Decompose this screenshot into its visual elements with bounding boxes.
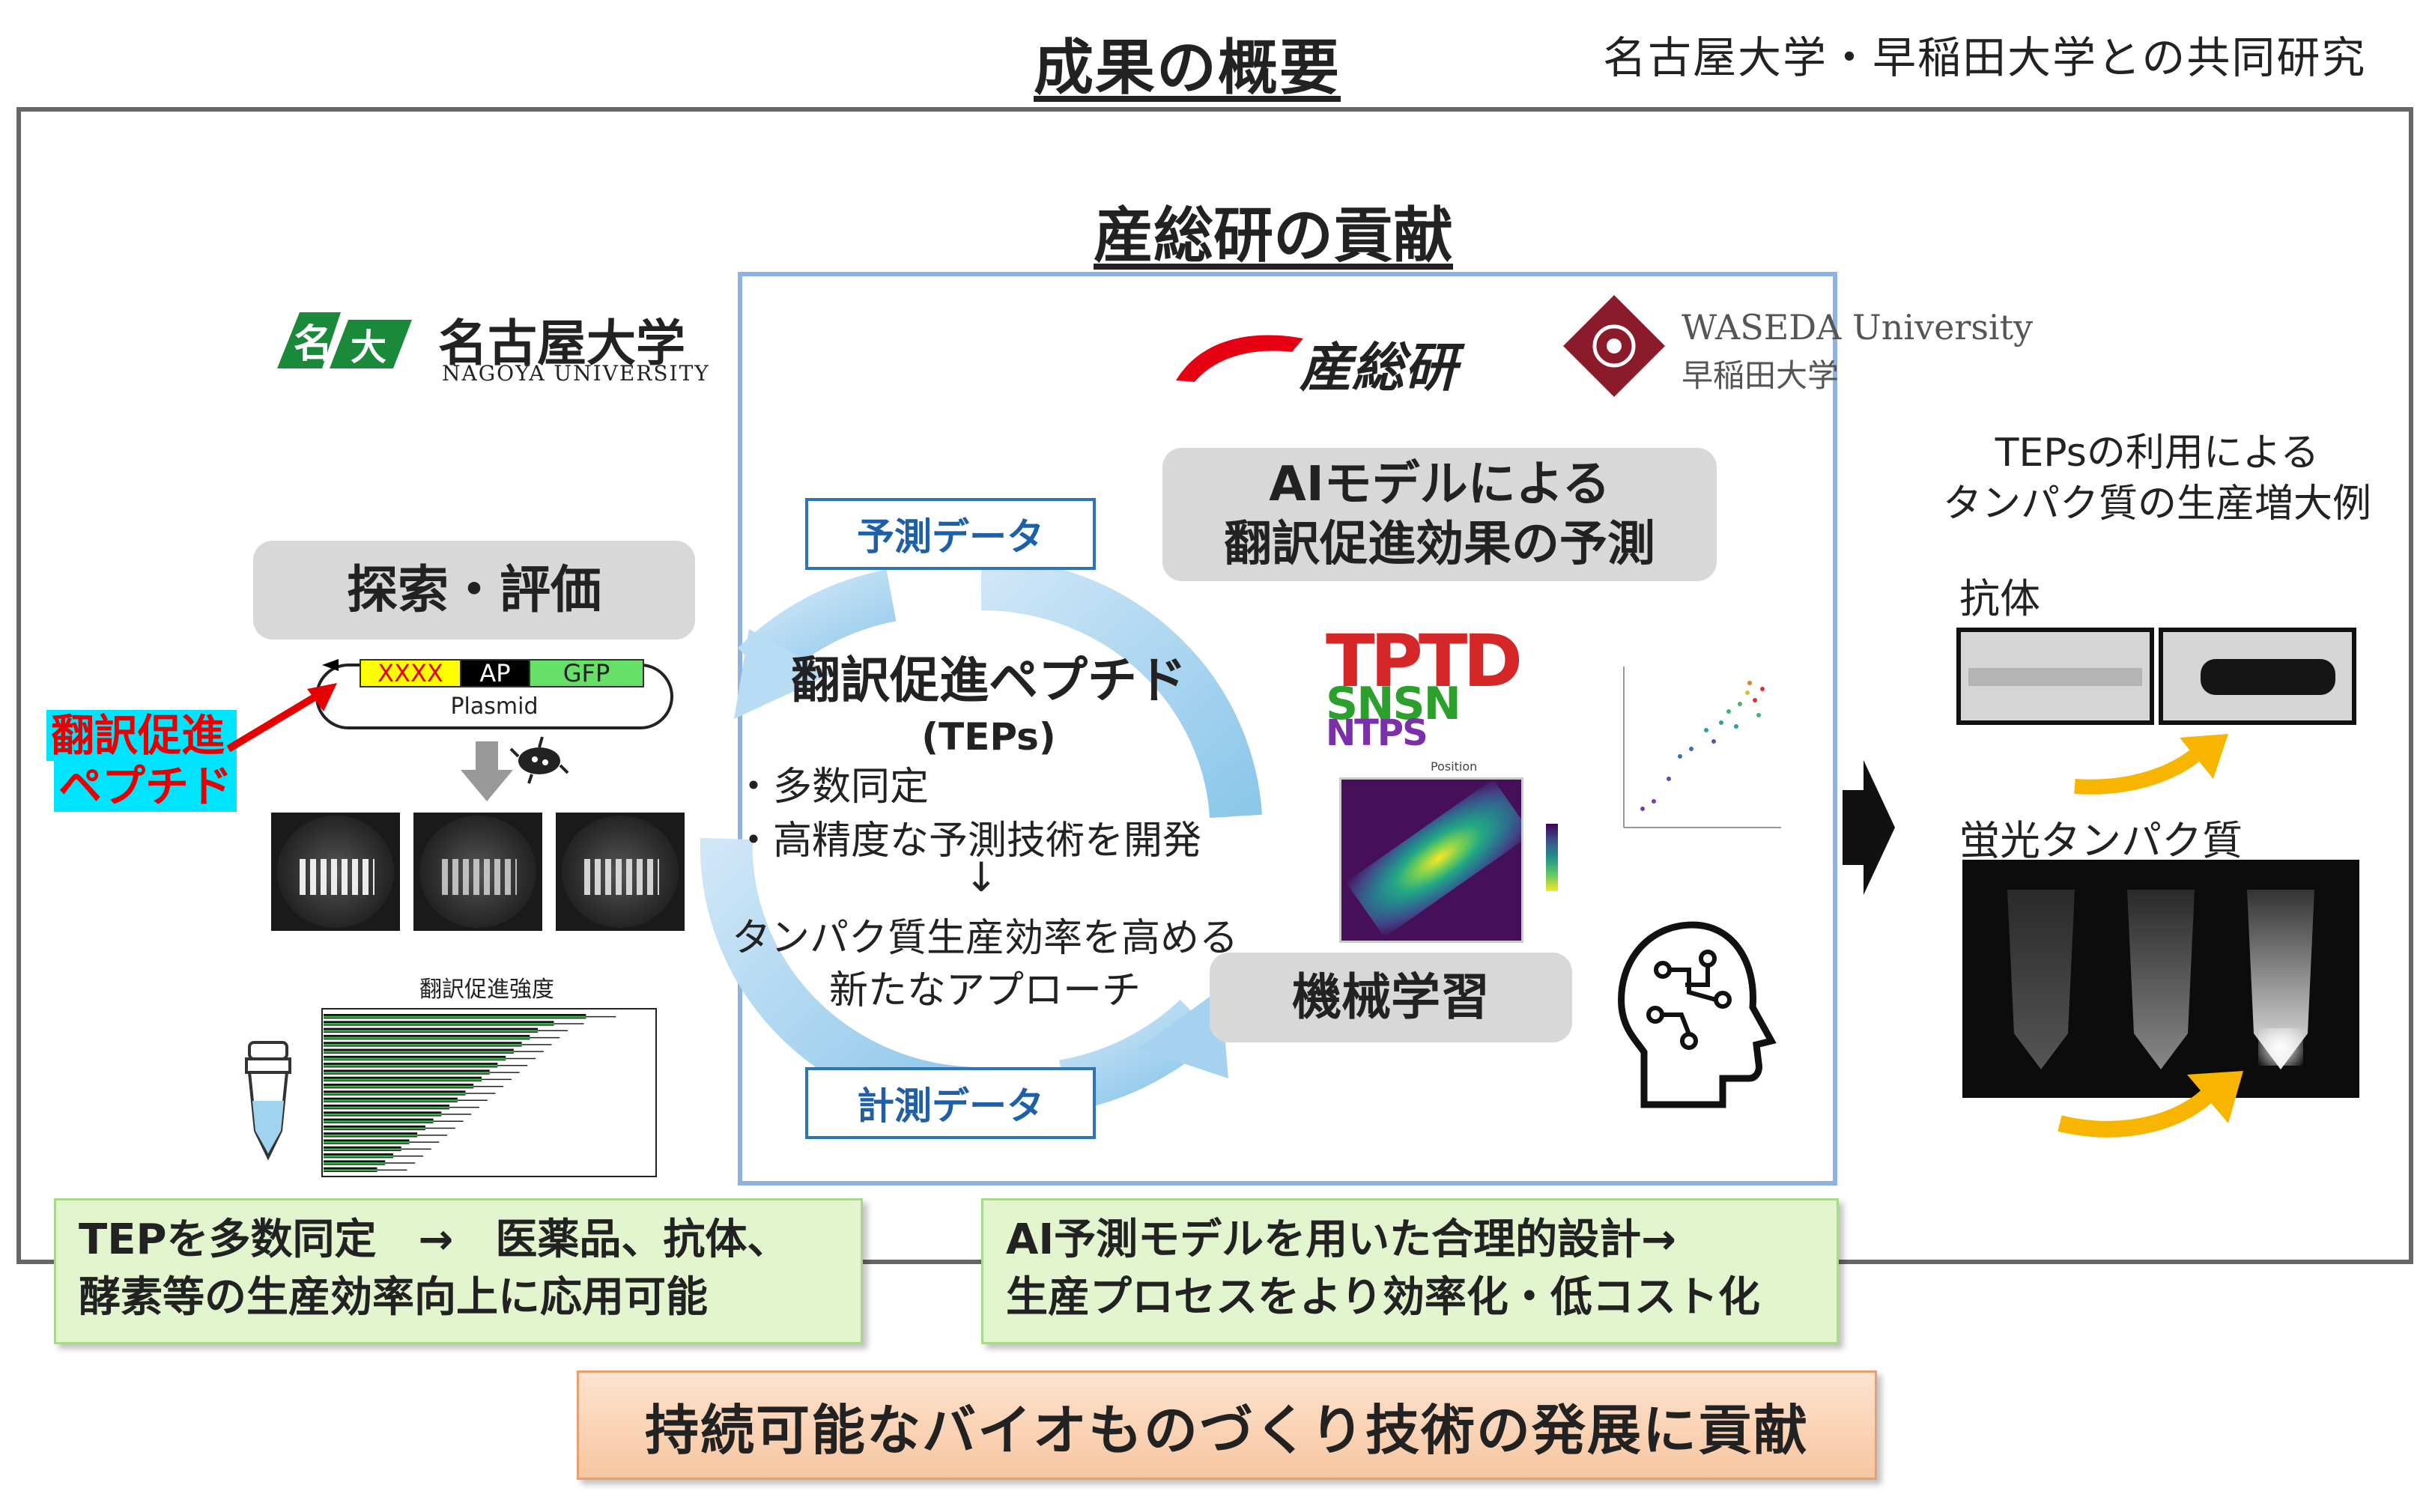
peptide-label-line-1: 翻訳促進: [46, 710, 237, 761]
strength-bar-highlight: [324, 1106, 450, 1109]
page-title: 成果の概要: [1034, 33, 1341, 103]
tep-abbr: (TEPs): [921, 715, 1056, 759]
peptide-pointer-arrow-icon: [226, 683, 337, 753]
colony-plate-2: [413, 813, 542, 931]
tep-bullet-2: ・高精度な予測技術を開発: [734, 819, 1202, 863]
tep-title: 翻訳促進ペプチド: [791, 652, 1186, 709]
strength-bar-highlight: [324, 1169, 377, 1171]
sequence-logo-row-2: SNSN: [1326, 678, 1461, 730]
plasmid-ap: AP: [460, 659, 530, 687]
strength-bar-highlight: [324, 1141, 410, 1144]
strength-bar-highlight: [324, 1093, 466, 1095]
summary-left-line-1: TEPを多数同定 → 医薬品、抗体、: [79, 1215, 789, 1264]
sequence-logo: TPTD SNSN NTPS: [1326, 619, 1573, 755]
tep-approach-line-2: 新たなアプローチ: [828, 968, 1141, 1013]
aist-logo: 産総研: [1172, 322, 1472, 398]
strength-bar-chart: [321, 1008, 657, 1177]
waseda-logo: [1562, 294, 1682, 398]
scatter-plot: [1623, 667, 1781, 828]
increase-arrow-icon-1: [2074, 734, 2228, 795]
results-title-line-2: タンパク質の生産増大例: [1942, 481, 2371, 526]
strength-bar-highlight: [324, 1085, 474, 1088]
summary-left-line-2: 酵素等の生産効率向上に応用可能: [79, 1273, 708, 1323]
search-evaluation-label: 探索・評価: [253, 541, 695, 640]
ai-brain-head-icon: [1618, 921, 1777, 1108]
strength-bar-highlight: [324, 1043, 522, 1046]
summary-right-box: AI予測モデルを用いた合理的設計→ 生産プロセスをより効率化・低コスト化: [981, 1198, 1839, 1344]
strength-bar-highlight: [324, 1036, 530, 1039]
colony-plate-1: [271, 813, 400, 931]
results-title-line-1: TEPsの利用による: [1995, 431, 2320, 476]
measure-data-label: 計測データ: [805, 1067, 1096, 1139]
strength-bar-highlight: [324, 1022, 554, 1025]
summary-bottom-box: 持続可能なバイオものづくり技術の発展に貢献: [577, 1370, 1877, 1480]
increase-arrow-icon-2: [2058, 1071, 2243, 1138]
antibody-label: 抗体: [1959, 575, 2040, 622]
strength-bar-highlight: [324, 1113, 442, 1116]
plasmid-gfp: GFP: [529, 659, 644, 687]
tep-down-arrow: ↓: [964, 854, 998, 901]
peptide-label: 翻訳促進 ペプチド: [46, 710, 237, 812]
waseda-name-en: WASEDA University: [1682, 307, 2034, 347]
aist-logo-text: 産総研: [1300, 337, 1457, 398]
antibody-blot-control: [1956, 628, 2154, 725]
ai-label-line-2: 翻訳促進効果の予測: [1224, 517, 1655, 572]
nagoya-emblem-icon: 名 大: [277, 312, 412, 368]
strength-bar-highlight: [324, 1030, 539, 1032]
sequence-logo-row-1: TPTD: [1326, 619, 1523, 703]
nagoya-name-en: NAGOYA UNIVERSITY: [442, 361, 710, 386]
waseda-emblem-icon: [1563, 295, 1665, 397]
strength-bar-highlight: [324, 1148, 401, 1150]
density-legend: [1546, 824, 1558, 891]
strength-bar-highlight: [324, 1162, 386, 1165]
tep-bullet-1: ・多数同定: [734, 765, 930, 810]
plasmid-name: Plasmid: [450, 693, 539, 720]
antibody-blot-tep: [2159, 628, 2356, 725]
plasmid-xxxx: XXXX: [360, 659, 461, 687]
strength-bar-highlight: [324, 1057, 506, 1060]
aist-swoosh-icon: [1176, 335, 1303, 382]
waseda-name-jp: 早稲田大学: [1682, 357, 1840, 394]
strength-bar-highlight: [324, 1099, 458, 1102]
machine-learning-label: 機械学習: [1210, 953, 1572, 1042]
strength-bar-highlight: [324, 1015, 586, 1018]
fluorescent-tubes-image: [1962, 860, 2359, 1098]
logo-xlabel: Position: [1431, 759, 1478, 774]
results-title: TEPsの利用による タンパク質の生産増大例: [1917, 428, 2397, 529]
strength-bar-highlight: [324, 1051, 514, 1053]
chart-title: 翻訳促進強度: [419, 977, 554, 1003]
ai-label-line-1: AIモデルによる: [1269, 457, 1610, 512]
density-plot: [1339, 777, 1523, 943]
result-arrow-icon: [1843, 760, 1895, 895]
predict-data-label: 予測データ: [805, 498, 1096, 570]
strength-bar-highlight: [324, 1072, 490, 1074]
nagoya-name-jp: 名古屋大学: [438, 314, 685, 372]
microtube-icon: [245, 1041, 291, 1161]
peptide-label-line-2: ペプチド: [54, 761, 237, 812]
colony-plate-3: [556, 813, 685, 931]
svg-text:名: 名: [294, 322, 333, 367]
summary-right-line-2: 生産プロセスをより効率化・低コスト化: [1006, 1273, 1760, 1323]
bacterium-icon: [509, 736, 569, 784]
sequence-logo-row-3: NTPS: [1326, 712, 1428, 754]
strength-bar-highlight: [324, 1127, 425, 1130]
tep-center-block: 翻訳促進ペプチド (TEPs): [734, 640, 1243, 759]
tep-approach-line-1: タンパク質生産効率を高める: [731, 916, 1238, 961]
summary-left-box: TEPを多数同定 → 医薬品、抗体、 酵素等の生産効率向上に応用可能: [54, 1198, 863, 1344]
strength-bar-highlight: [324, 1064, 498, 1067]
strength-bar-highlight: [324, 1134, 418, 1137]
collaboration-note: 名古屋大学・早稲田大学との共同研究: [1603, 32, 2367, 83]
strength-bar-highlight: [324, 1155, 393, 1158]
summary-right-line-1: AI予測モデルを用いた合理的設計→: [1006, 1215, 1677, 1264]
down-arrow-icon: [461, 741, 513, 801]
nagoya-logo: 名 大: [270, 301, 419, 383]
ai-prediction-label: AIモデルによる 翻訳促進効果の予測: [1162, 448, 1717, 581]
svg-text:大: 大: [351, 327, 386, 368]
strength-bar-highlight: [324, 1078, 482, 1081]
aist-contribution-title: 産総研の貢献: [1094, 201, 1453, 270]
strength-bar-highlight: [324, 1120, 434, 1123]
fluorescent-label: 蛍光タンパク質: [1959, 817, 2243, 864]
plasmid-diagram: XXXX AP GFP Plasmid: [315, 659, 674, 734]
